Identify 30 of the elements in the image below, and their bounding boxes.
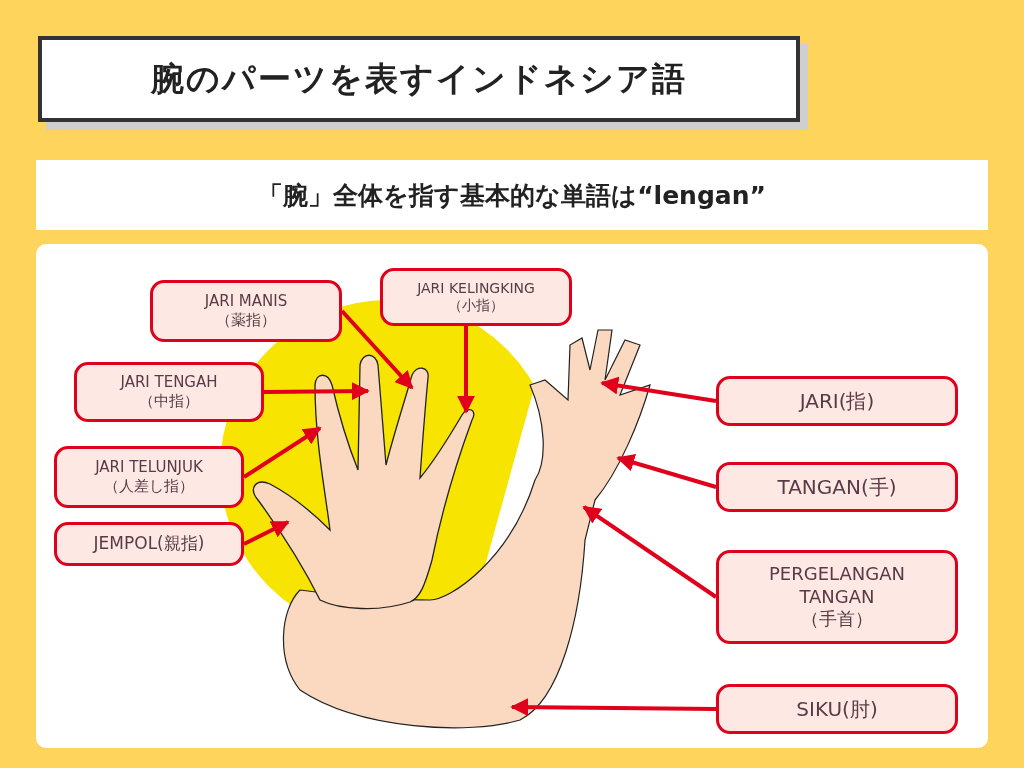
label-box: [716, 462, 958, 512]
part-label: JARI TENGAH （中指）: [118, 373, 219, 411]
part-label: JARI(指): [799, 388, 875, 414]
subtitle-band: [36, 160, 988, 230]
label-box: [54, 446, 244, 508]
arrow: [263, 382, 370, 401]
arrow: [600, 376, 717, 403]
part-label: JARI KELINGKING （小指）: [415, 279, 536, 315]
title: 腕のパーツを表すインドネシア語: [151, 57, 687, 100]
part-label: PERGELANGAN TANGAN （手首）: [768, 563, 906, 631]
arrow: [242, 426, 322, 479]
part-label: TANGAN(手): [777, 474, 897, 500]
part-label: JEMPOL(親指): [93, 533, 205, 555]
part-label: JARI MANIS （薬指）: [203, 292, 289, 330]
arrow: [582, 505, 718, 599]
label-box: [54, 522, 244, 566]
label-box: [716, 550, 958, 644]
label-box: [716, 376, 958, 426]
arrow: [616, 453, 717, 489]
subtitle: 「腕」全体を指す基本的な単語は“lengan”: [258, 179, 766, 212]
arrow: [243, 520, 290, 546]
part-label: SIKU(肘): [796, 696, 878, 722]
label-box: [150, 280, 342, 342]
label-box: [380, 268, 572, 326]
label-box: [74, 362, 264, 422]
arrow: [510, 698, 717, 717]
arrow: [340, 309, 414, 390]
label-box: [716, 684, 958, 734]
arrow: [457, 326, 475, 414]
part-label: JARI TELUNJUK （人差し指）: [93, 458, 204, 496]
